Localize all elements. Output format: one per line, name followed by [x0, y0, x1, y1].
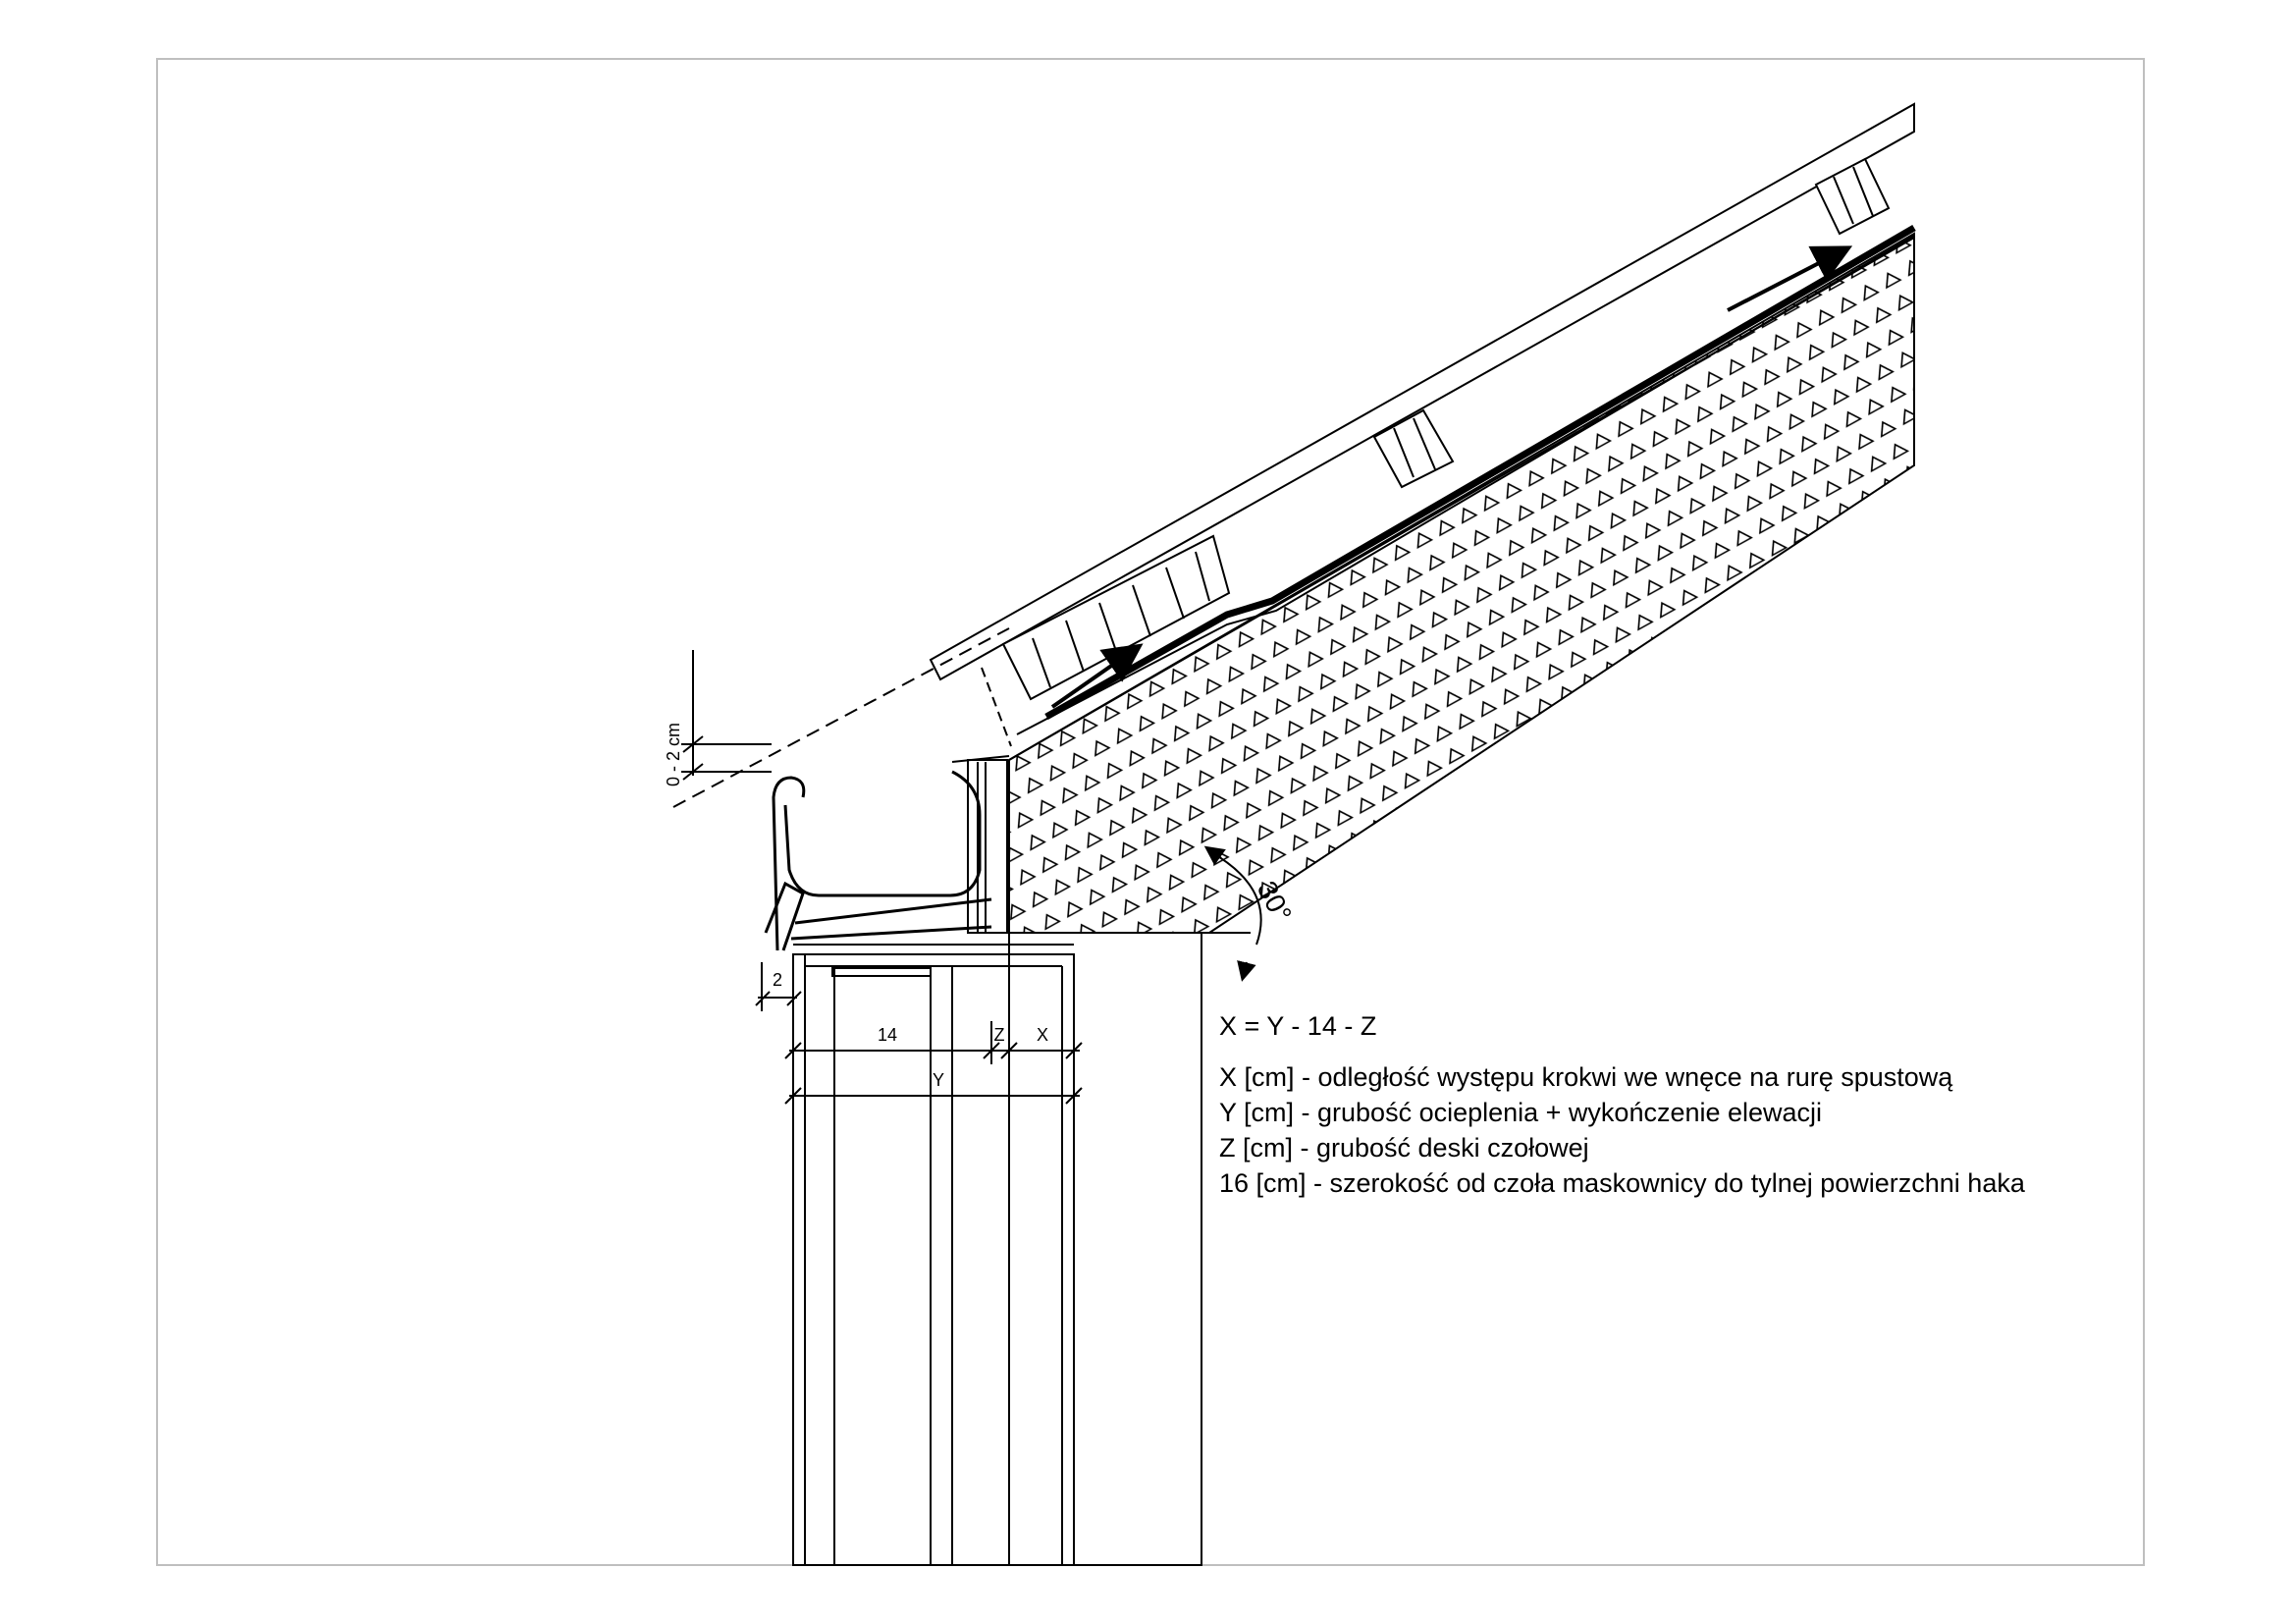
roof-battens [1001, 157, 1891, 701]
dimension-z-label: Z [994, 1025, 1005, 1045]
roof-plane-extension [981, 667, 1012, 747]
dimension-x-label: X [1037, 1025, 1048, 1045]
legend-row-z: Z [cm] - grubość deski czołowej [1219, 1133, 1589, 1163]
legend: X = Y - 14 - Z X [cm] - odległość występ… [1219, 1011, 2201, 1201]
angle-indicator [1203, 845, 1262, 982]
airflow-arrows [1050, 245, 1853, 709]
roof-covering [929, 102, 1915, 681]
dimension-gutter-offset-label: 2 [773, 970, 782, 990]
dimension-14-label: 14 [878, 1025, 897, 1045]
roof-plane-extension [672, 627, 1010, 808]
dimension-overhang [681, 650, 772, 781]
dimension-gutter-offset [755, 962, 802, 1011]
fascia-board [951, 755, 1010, 934]
dimension-overhang-label: 0 - 2 cm [664, 723, 683, 786]
legend-row-x: X [cm] - odległość występu krokwi we wnę… [1219, 1062, 1953, 1092]
arrow-icon [1050, 643, 1144, 709]
dimension-chain [784, 1021, 1083, 1109]
arrow-icon [1727, 245, 1853, 312]
wall-section [792, 932, 1251, 1566]
legend-row-y: Y [cm] - grubość ocieplenia + wykończeni… [1219, 1098, 1823, 1127]
dimension-y-label: Y [933, 1070, 944, 1090]
legend-row-16: 16 [cm] - szerokość od czoła maskownicy … [1219, 1168, 2025, 1198]
legend-formula: X = Y - 14 - Z [1219, 1011, 1377, 1041]
gutter [764, 770, 992, 951]
insulation-layer [1008, 232, 1915, 934]
